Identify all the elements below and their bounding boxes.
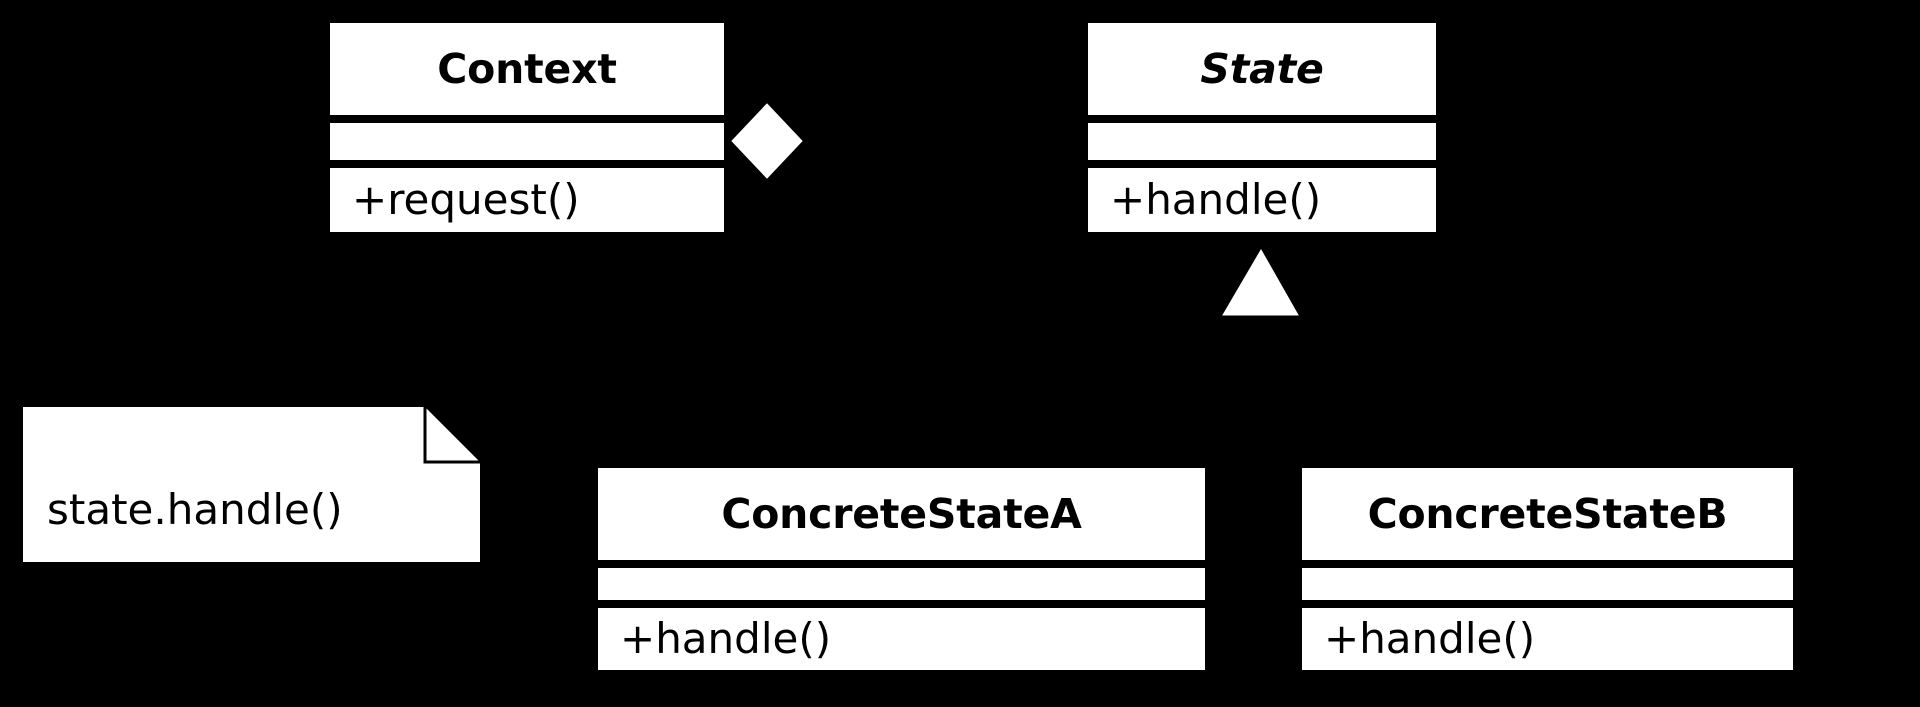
aggregation-diamond-icon [731, 103, 803, 179]
class-context-attributes-compartment [330, 123, 724, 160]
class-concrete-state-b-attributes-compartment [1302, 568, 1793, 600]
class-concrete-state-a-operation-handle: +handle() [620, 614, 832, 663]
class-concrete-state-b-name: ConcreteStateB [1367, 489, 1728, 538]
class-box-concrete-state-b[interactable]: ConcreteStateB +handle() [1302, 468, 1793, 670]
note-shape [23, 407, 480, 562]
class-context-title-compartment: Context [330, 23, 724, 115]
note-state-handle[interactable]: state.handle() [23, 407, 480, 562]
class-box-state[interactable]: State +handle() [1088, 23, 1436, 232]
note-state-handle-text: state.handle() [47, 485, 343, 534]
class-state-operations-compartment: +handle() [1088, 168, 1436, 232]
class-box-concrete-state-a[interactable]: ConcreteStateA +handle() [598, 468, 1205, 670]
class-box-context[interactable]: Context +request() [330, 23, 724, 232]
class-concrete-state-a-name: ConcreteStateA [721, 489, 1082, 538]
class-concrete-state-b-title-compartment: ConcreteStateB [1302, 468, 1793, 560]
generalization-triangle-icon [1222, 248, 1299, 316]
class-context-operation-request: +request() [352, 175, 580, 224]
class-state-title-compartment: State [1088, 23, 1436, 115]
class-concrete-state-b-operation-handle: +handle() [1324, 614, 1536, 663]
class-state-name: State [1200, 44, 1324, 93]
class-concrete-state-a-attributes-compartment [598, 568, 1205, 600]
class-context-operations-compartment: +request() [330, 168, 724, 232]
class-concrete-state-b-operations-compartment: +handle() [1302, 608, 1793, 670]
class-concrete-state-a-operations-compartment: +handle() [598, 608, 1205, 670]
class-context-name: Context [437, 44, 617, 93]
class-state-attributes-compartment [1088, 123, 1436, 160]
class-state-operation-handle: +handle() [1110, 175, 1322, 224]
class-concrete-state-a-title-compartment: ConcreteStateA [598, 468, 1205, 560]
